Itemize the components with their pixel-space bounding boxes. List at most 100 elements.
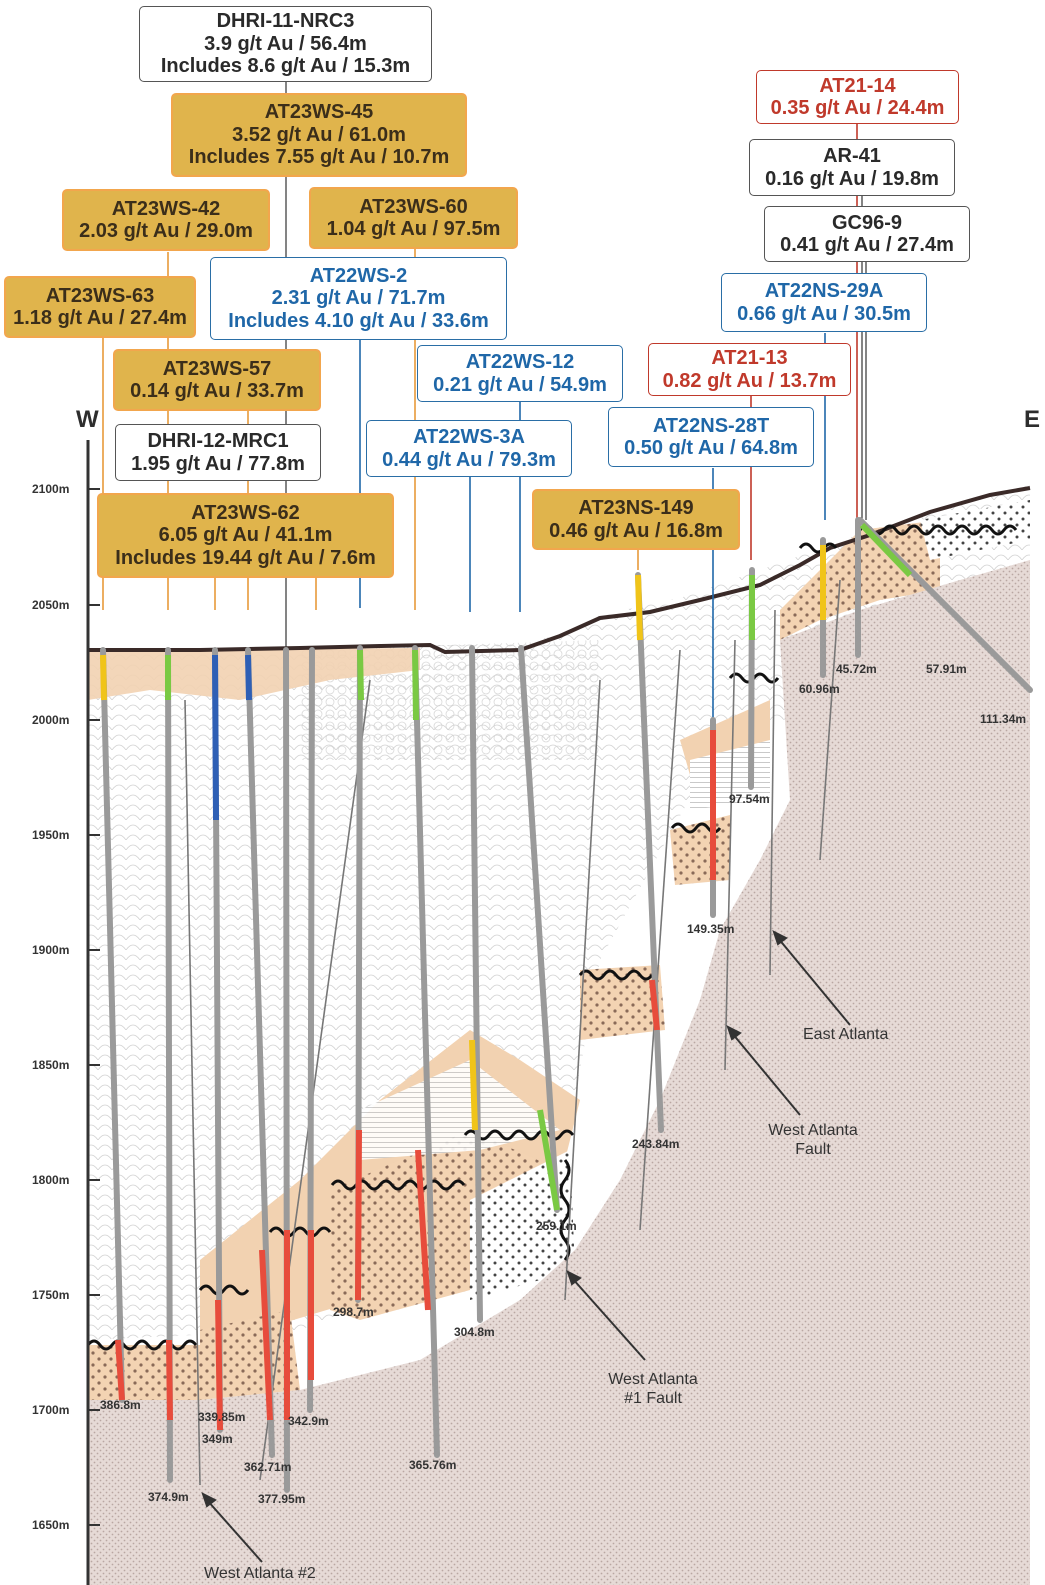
hole-grade: 1.04 g/t Au / 97.5m: [326, 218, 501, 240]
hole-id: AR-41: [823, 145, 881, 168]
depth-label: 243.84m: [632, 1137, 680, 1151]
hole-grade: 0.46 g/t Au / 16.8m: [549, 519, 723, 542]
hole-grade: 2.31 g/t Au / 71.7m: [271, 287, 446, 310]
fault-arrows: [201, 930, 851, 1563]
hole-label-dhri-11-nrc3: DHRI-11-NRC3 3.9 g/t Au / 56.4m Includes…: [139, 6, 432, 82]
hole-grade: 0.21 g/t Au / 54.9m: [433, 373, 607, 396]
hole-label-at22ws-12: AT22WS-12 0.21 g/t Au / 54.9m: [417, 345, 623, 402]
basement: [88, 700, 1030, 1585]
hole-grade: 0.35 g/t Au / 24.4m: [770, 97, 945, 119]
hole-id: AT22WS-2: [309, 264, 408, 287]
hole-label-at23ws-45: AT23WS-45 3.52 g/t Au / 61.0m Includes 7…: [171, 93, 467, 177]
elevation-label: 2050m: [32, 598, 70, 612]
hole-label-at23ws-62: AT23WS-62 6.05 g/t Au / 41.1m Includes 1…: [97, 493, 394, 578]
hole-id: AT23WS-42: [111, 197, 221, 220]
depth-label: 339.85m: [198, 1410, 246, 1424]
hole-id: AT23WS-57: [162, 357, 272, 380]
east-dots: [920, 500, 1030, 560]
lined-unit: [360, 1060, 560, 1160]
hole-grade: 0.44 g/t Au / 79.3m: [382, 448, 556, 471]
hole-label-dhri-12-mrc1: DHRI-12-MRC1 1.95 g/t Au / 77.8m: [115, 424, 321, 481]
hole-grade: 2.03 g/t Au / 29.0m: [79, 220, 253, 242]
depth-label: 374.9m: [148, 1490, 189, 1504]
hole-grade: 1.95 g/t Au / 77.8m: [131, 452, 305, 475]
hole-label-at22ns-28t: AT22NS-28T 0.50 g/t Au / 64.8m: [608, 407, 814, 467]
hole-label-at22ws-3a: AT22WS-3A 0.44 g/t Au / 79.3m: [366, 420, 572, 477]
hole-id: AT23WS-45: [264, 101, 374, 124]
west-sediment-2: [200, 1310, 300, 1400]
hole-grade: 3.52 g/t Au / 61.0m: [232, 123, 406, 146]
elevation-label: 2100m: [32, 482, 70, 496]
block-1: [580, 965, 665, 1040]
hole-id: AT23WS-63: [45, 284, 155, 307]
fault-label-east-atlanta: East Atlanta: [803, 1026, 889, 1043]
hole-id: AT22NS-28T: [652, 414, 770, 437]
hole-label-at22ns-29a: AT22NS-29A 0.66 g/t Au / 30.5m: [721, 273, 927, 332]
depth-label: 149.35m: [687, 922, 735, 936]
hole-grade: 0.50 g/t Au / 64.8m: [624, 437, 798, 459]
hole-label-at22ws-2: AT22WS-2 2.31 g/t Au / 71.7m Includes 4.…: [210, 257, 507, 340]
depth-label: 349m: [202, 1432, 233, 1446]
depth-label: 45.72m: [836, 662, 877, 676]
depth-label: 57.91m: [926, 662, 967, 676]
hole-grade: 0.41 g/t Au / 27.4m: [780, 234, 954, 256]
hole-grade: 0.16 g/t Au / 19.8m: [765, 167, 939, 190]
fault-label-line: Fault: [795, 1141, 831, 1159]
hole-id: AT23WS-60: [359, 195, 468, 218]
fault-label-west-atlanta-fault: West Atlanta Fault: [753, 1121, 873, 1159]
hole-grade: 0.82 g/t Au / 13.7m: [662, 369, 837, 392]
hole-label-ar-41: AR-41 0.16 g/t Au / 19.8m: [749, 139, 955, 196]
hole-id: AT21-13: [711, 347, 788, 370]
hole-grade: 3.9 g/t Au / 56.4m: [204, 32, 367, 55]
hole-grade: 1.18 g/t Au / 27.4m: [13, 307, 187, 329]
hole-id: AT22WS-3A: [413, 426, 525, 449]
depth-label: 97.54m: [729, 792, 770, 806]
elevation-label: 1700m: [32, 1403, 70, 1417]
elevation-label: 1750m: [32, 1288, 70, 1302]
hole-includes: Includes 4.10 g/t Au / 33.6m: [228, 309, 489, 332]
hole-label-at23ns-149: AT23NS-149 0.46 g/t Au / 16.8m: [532, 489, 740, 550]
depth-label: 298.7m: [333, 1305, 374, 1319]
elevation-label: 1900m: [32, 943, 70, 957]
hole-label-at23ws-57: AT23WS-57 0.14 g/t Au / 33.7m: [113, 349, 321, 411]
west-sediment: [88, 1345, 200, 1400]
assay-intervals: [100, 522, 913, 1431]
elevation-label: 1800m: [32, 1173, 70, 1187]
depth-label: 259.1m: [536, 1219, 577, 1233]
hole-includes: Includes 8.6 g/t Au / 15.3m: [160, 55, 411, 78]
depth-label: 111.34m: [980, 712, 1027, 726]
fault-label-line: West Atlanta: [608, 1371, 698, 1388]
hole-grade: 0.66 g/t Au / 30.5m: [737, 302, 911, 325]
hole-id: DHRI-11-NRC3: [216, 10, 355, 33]
axis-ticks: [88, 488, 100, 1526]
hole-label-at21-14: AT21-14 0.35 g/t Au / 24.4m: [756, 70, 959, 124]
west-marker: W: [76, 406, 99, 433]
depth-label: 60.96m: [799, 682, 840, 696]
hole-id: AT21-14: [819, 74, 896, 97]
elevation-label: 1950m: [32, 828, 70, 842]
depth-label: 386.8m: [100, 1398, 141, 1412]
hole-id: AT22WS-12: [465, 351, 575, 374]
hole-id: DHRI-12-MRC1: [147, 430, 289, 453]
fault-label-line: #1 Fault: [624, 1390, 682, 1408]
elevation-label: 1850m: [32, 1058, 70, 1072]
elevation-label: 2000m: [32, 713, 70, 727]
hole-label-at23ws-63: AT23WS-63 1.18 g/t Au / 27.4m: [4, 276, 196, 338]
hole-id: GC96-9: [831, 211, 903, 234]
hole-label-at23ws-60: AT23WS-60 1.04 g/t Au / 97.5m: [309, 187, 518, 249]
central-white-dots: [470, 1150, 575, 1300]
fault-lines: [184, 579, 841, 1486]
ground-surface: [88, 486, 1031, 655]
fault-label-line: West Atlanta: [768, 1122, 858, 1139]
depth-label: 377.95m: [258, 1492, 306, 1506]
depth-label: 304.8m: [454, 1325, 495, 1339]
hole-includes: Includes 7.55 g/t Au / 10.7m: [188, 146, 450, 169]
hole-includes: Includes 19.44 g/t Au / 7.6m: [115, 546, 376, 569]
hole-id: AT23WS-62: [191, 501, 300, 524]
depth-label: 365.76m: [409, 1458, 457, 1472]
hole-label-gc96-9: GC96-9 0.41 g/t Au / 27.4m: [764, 206, 970, 262]
hole-grade: 0.14 g/t Au / 33.7m: [130, 380, 304, 402]
depth-label: 362.71m: [244, 1460, 292, 1474]
hole-label-at21-13: AT21-13 0.82 g/t Au / 13.7m: [648, 343, 851, 396]
